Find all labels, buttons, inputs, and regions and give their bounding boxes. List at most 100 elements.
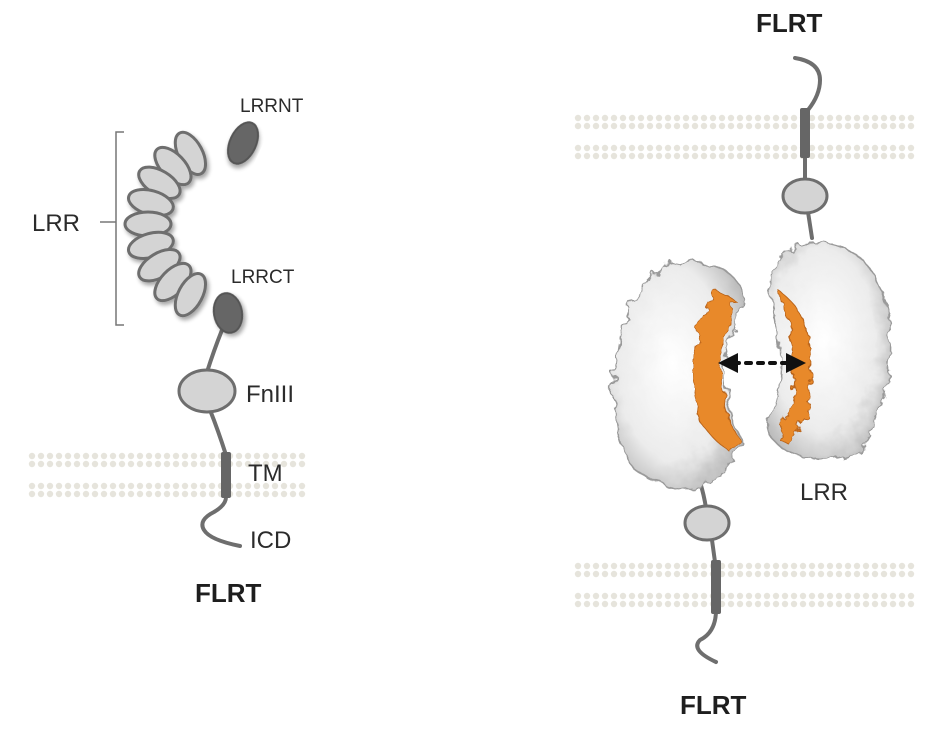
membrane-lipid	[835, 122, 843, 130]
membrane-lipid	[619, 592, 627, 600]
membrane-lipid	[745, 562, 753, 570]
membrane-lipid	[835, 562, 843, 570]
membrane-lipid	[808, 600, 816, 608]
membrane-lipid	[673, 600, 681, 608]
membrane-lipid	[736, 122, 744, 130]
membrane-lipid	[610, 152, 618, 160]
membrane-lipid	[853, 144, 861, 152]
membrane-lipid	[73, 490, 81, 498]
membrane-lipid	[907, 570, 915, 578]
membrane-lipid	[745, 152, 753, 160]
membrane-lipid	[55, 490, 63, 498]
membrane-lipid	[691, 114, 699, 122]
membrane-lipid	[871, 600, 879, 608]
membrane-lipid	[700, 144, 708, 152]
lrr-repeat	[173, 272, 208, 318]
membrane-lipid	[628, 114, 636, 122]
membrane-lipid	[64, 482, 72, 490]
membrane-lipid	[673, 570, 681, 578]
membrane-lipid	[826, 114, 834, 122]
left-membrane	[28, 452, 306, 498]
membrane-lipid	[889, 600, 897, 608]
membrane-lipid	[253, 482, 261, 490]
membrane-lipid	[718, 144, 726, 152]
membrane-lipid	[262, 490, 270, 498]
membrane-lipid	[835, 114, 843, 122]
membrane-lipid	[772, 114, 780, 122]
membrane-lipid	[127, 452, 135, 460]
membrane-lipid	[754, 562, 762, 570]
membrane-lipid	[664, 570, 672, 578]
membrane-lipid	[82, 460, 90, 468]
membrane-lipid	[754, 114, 762, 122]
label-flrt-top: FLRT	[756, 8, 823, 38]
membrane-lipid	[583, 570, 591, 578]
membrane-lipid	[583, 144, 591, 152]
membrane-lipid	[601, 152, 609, 160]
membrane-lipid	[790, 114, 798, 122]
membrane-lipid	[682, 114, 690, 122]
membrane-lipid	[700, 114, 708, 122]
membrane-lipid	[64, 452, 72, 460]
membrane-lipid	[163, 482, 171, 490]
membrane-lipid	[190, 490, 198, 498]
membrane-lipid	[109, 482, 117, 490]
membrane-lipid	[682, 600, 690, 608]
membrane-lipid	[109, 452, 117, 460]
membrane-lipid	[790, 144, 798, 152]
membrane-lipid	[700, 562, 708, 570]
membrane-lipid	[583, 122, 591, 130]
membrane-lipid	[592, 122, 600, 130]
membrane-lipid	[772, 600, 780, 608]
membrane-lipid	[172, 452, 180, 460]
membrane-lipid	[781, 144, 789, 152]
label-lrrnt: LRRNT	[240, 96, 304, 117]
membrane-lipid	[907, 114, 915, 122]
membrane-lipid	[835, 592, 843, 600]
membrane-lipid	[664, 152, 672, 160]
membrane-lipid	[208, 460, 216, 468]
membrane-lipid	[655, 152, 663, 160]
membrane-lipid	[646, 562, 654, 570]
membrane-lipid	[781, 152, 789, 160]
membrane-lipid	[835, 600, 843, 608]
membrane-lipid	[172, 460, 180, 468]
membrane-lipid	[826, 152, 834, 160]
membrane-lipid	[208, 482, 216, 490]
membrane-lipid	[736, 144, 744, 152]
membrane-lipid	[73, 482, 81, 490]
membrane-lipid	[37, 482, 45, 490]
membrane-lipid	[280, 490, 288, 498]
membrane-lipid	[871, 570, 879, 578]
membrane-lipid	[880, 570, 888, 578]
membrane-lipid	[172, 482, 180, 490]
membrane-lipid	[781, 592, 789, 600]
membrane-lipid	[298, 482, 306, 490]
membrane-lipid	[574, 592, 582, 600]
membrane-lipid	[727, 600, 735, 608]
membrane-lipid	[907, 592, 915, 600]
membrane-lipid	[172, 490, 180, 498]
membrane-lipid	[118, 460, 126, 468]
membrane-lipid	[718, 122, 726, 130]
membrane-lipid	[781, 114, 789, 122]
membrane-lipid	[574, 144, 582, 152]
membrane-lipid	[208, 490, 216, 498]
bottom-fniii-domain	[683, 504, 731, 542]
membrane-lipid	[826, 144, 834, 152]
membrane-lipid	[880, 562, 888, 570]
membrane-lipid	[64, 460, 72, 468]
membrane-lipid	[763, 592, 771, 600]
membrane-lipid	[637, 570, 645, 578]
membrane-lipid	[754, 570, 762, 578]
membrane-lipid	[889, 592, 897, 600]
membrane-lipid	[871, 114, 879, 122]
membrane-lipid	[880, 600, 888, 608]
membrane-lipid	[826, 562, 834, 570]
membrane-lipid	[109, 460, 117, 468]
membrane-lipid	[199, 490, 207, 498]
membrane-lipid	[727, 562, 735, 570]
membrane-lipid	[709, 114, 717, 122]
membrane-lipid	[655, 114, 663, 122]
membrane-lipid	[817, 570, 825, 578]
